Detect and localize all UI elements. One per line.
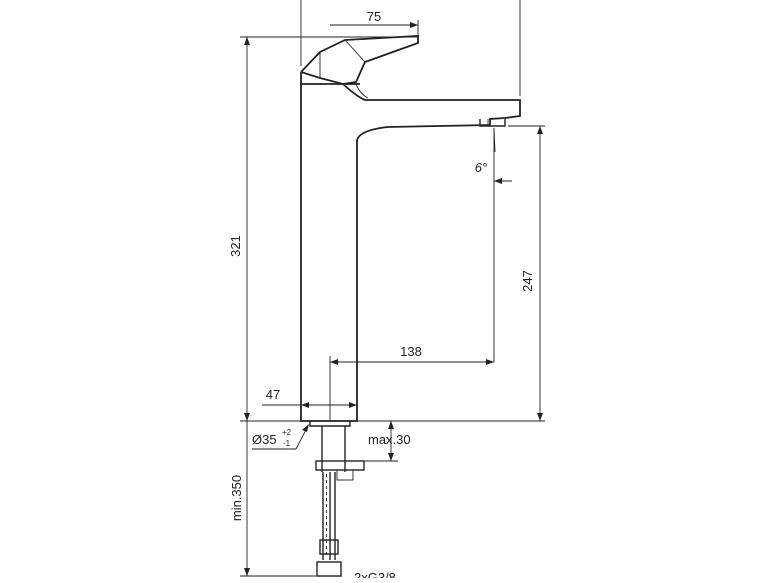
faucet-body bbox=[300, 84, 358, 422]
mounting-shank bbox=[309, 421, 351, 427]
dim-hole-diameter: Ø35 bbox=[252, 432, 277, 447]
aerator bbox=[479, 119, 506, 127]
dim-total-height: 321 bbox=[228, 235, 243, 257]
hose-left bbox=[322, 472, 331, 560]
dim-connection: 2xG3/8 bbox=[354, 570, 396, 578]
dim-hole-tol-plus: +2 bbox=[282, 428, 292, 437]
spout bbox=[342, 83, 521, 141]
hose-fitting-top bbox=[319, 539, 339, 555]
dimension-lines bbox=[240, 0, 545, 577]
faucet-outline bbox=[300, 35, 521, 577]
dim-hose-length: min.350 bbox=[229, 475, 244, 521]
handle-lever bbox=[300, 35, 419, 85]
dim-spout-height: 247 bbox=[520, 270, 535, 292]
mounting-nut bbox=[315, 460, 365, 471]
dim-body-width: 47 bbox=[266, 387, 280, 402]
dim-spout-reach: 138 bbox=[400, 344, 422, 359]
dim-top-width: 75 bbox=[367, 9, 381, 24]
dimension-labels: 75 321 247 6° 138 47 Ø35 +2 -1 max.30 mi… bbox=[228, 9, 535, 583]
dim-hole-tol-minus: -1 bbox=[283, 439, 291, 448]
hose-fitting-bottom bbox=[316, 561, 342, 577]
dim-flow-angle: 6° bbox=[475, 160, 487, 175]
dim-deck-thickness: max.30 bbox=[368, 432, 411, 447]
